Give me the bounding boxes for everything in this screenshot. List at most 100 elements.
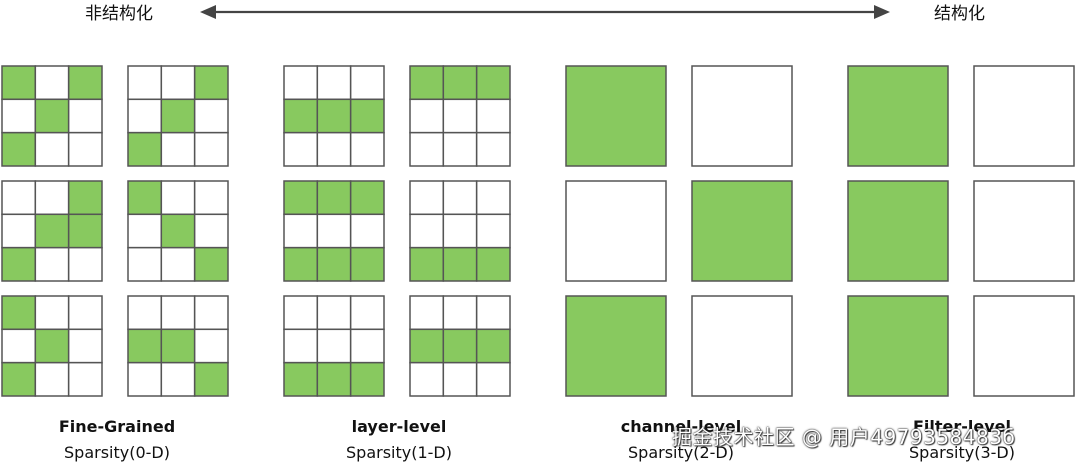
matrix-block [691, 65, 793, 167]
matrix-cell [127, 65, 163, 101]
structured-label: 结构化 [934, 4, 985, 24]
matrix-cell [127, 98, 163, 134]
matrix-cell [34, 295, 70, 331]
matrix-cell [409, 213, 445, 249]
matrix-cell [1, 131, 37, 167]
matrix-cell [160, 295, 196, 331]
matrix-cell [283, 131, 319, 167]
matrix-cell [442, 213, 478, 249]
matrix-cell [193, 213, 229, 249]
matrix-cell [475, 246, 511, 282]
group-caption-filter-level: Filter-level Sparsity(3-D) [862, 416, 1062, 464]
matrix-cell [409, 246, 445, 282]
matrix-cell [160, 361, 196, 397]
matrix-block [847, 180, 949, 282]
matrix-cell [283, 98, 319, 134]
matrix-cell [442, 131, 478, 167]
matrix-cell [160, 213, 196, 249]
matrix-cell [193, 361, 229, 397]
matrix-cell [67, 361, 103, 397]
matrix-block [565, 180, 667, 282]
matrix [283, 65, 385, 167]
matrix-cell [160, 180, 196, 216]
matrix-cell [475, 180, 511, 216]
matrix-cell [475, 213, 511, 249]
matrix-cell [316, 295, 352, 331]
matrix-cell [475, 328, 511, 364]
matrix-cell [316, 361, 352, 397]
group-caption-layer-level: layer-level Sparsity(1-D) [299, 416, 499, 464]
matrix-cell [283, 180, 319, 216]
matrix-cell [409, 98, 445, 134]
matrix-cell [283, 295, 319, 331]
matrix [565, 180, 667, 282]
matrix-cell [409, 361, 445, 397]
matrix [1, 180, 103, 282]
matrix [1, 65, 103, 167]
matrix-cell [67, 98, 103, 134]
matrix-block [565, 65, 667, 167]
matrix-cell [316, 246, 352, 282]
matrix-cell [67, 180, 103, 216]
matrix-group-channel-level [565, 65, 793, 397]
arrow-head-right [874, 5, 890, 19]
matrix-cell [127, 131, 163, 167]
matrix-cell [1, 361, 37, 397]
matrix-block [691, 295, 793, 397]
matrix-cell [34, 65, 70, 101]
matrix-cell [127, 361, 163, 397]
matrix [409, 295, 511, 397]
matrix-cell [442, 65, 478, 101]
matrix-block [847, 295, 949, 397]
matrix-cell [349, 246, 385, 282]
matrix [409, 180, 511, 282]
group-name: layer-level [351, 417, 447, 436]
matrix-cell [442, 295, 478, 331]
matrix [1, 295, 103, 397]
matrix-groups [1, 65, 1075, 397]
matrix-cell [34, 246, 70, 282]
matrix-cell [409, 328, 445, 364]
watermark: 掘金技术社区 @ 用户4979358483б [672, 425, 1016, 449]
matrix-cell [67, 328, 103, 364]
matrix-cell [475, 361, 511, 397]
matrix-cell [409, 180, 445, 216]
matrix-cell [1, 65, 37, 101]
matrix-cell [409, 131, 445, 167]
matrix-cell [316, 98, 352, 134]
matrix-cell [67, 65, 103, 101]
matrix-cell [127, 328, 163, 364]
matrix-cell [193, 246, 229, 282]
matrix-cell [283, 65, 319, 101]
matrix [127, 180, 229, 282]
matrix-cell [193, 295, 229, 331]
matrix-cell [475, 295, 511, 331]
group-sparsity: Sparsity(3-D) [909, 443, 1015, 462]
matrix [565, 295, 667, 397]
matrix [691, 65, 793, 167]
matrix-block [565, 295, 667, 397]
matrix-cell [127, 246, 163, 282]
matrix-cell [316, 65, 352, 101]
matrix [691, 295, 793, 397]
matrix-cell [160, 98, 196, 134]
matrix-cell [316, 131, 352, 167]
matrix-cell [442, 328, 478, 364]
matrix-cell [1, 295, 37, 331]
matrix [973, 65, 1075, 167]
matrix-cell [193, 65, 229, 101]
matrix-cell [1, 246, 37, 282]
matrix-cell [283, 213, 319, 249]
matrix-cell [193, 180, 229, 216]
matrix-block [973, 65, 1075, 167]
matrix-cell [160, 328, 196, 364]
matrix-cell [127, 213, 163, 249]
matrix-cell [349, 361, 385, 397]
group-sparsity: Sparsity(1-D) [346, 443, 452, 462]
group-caption-channel-level: channel-level Sparsity(2-D) [581, 416, 781, 464]
group-name: channel-level [620, 417, 742, 436]
group-sparsity: Sparsity(2-D) [628, 443, 734, 462]
matrix-cell [409, 295, 445, 331]
matrix-cell [34, 328, 70, 364]
